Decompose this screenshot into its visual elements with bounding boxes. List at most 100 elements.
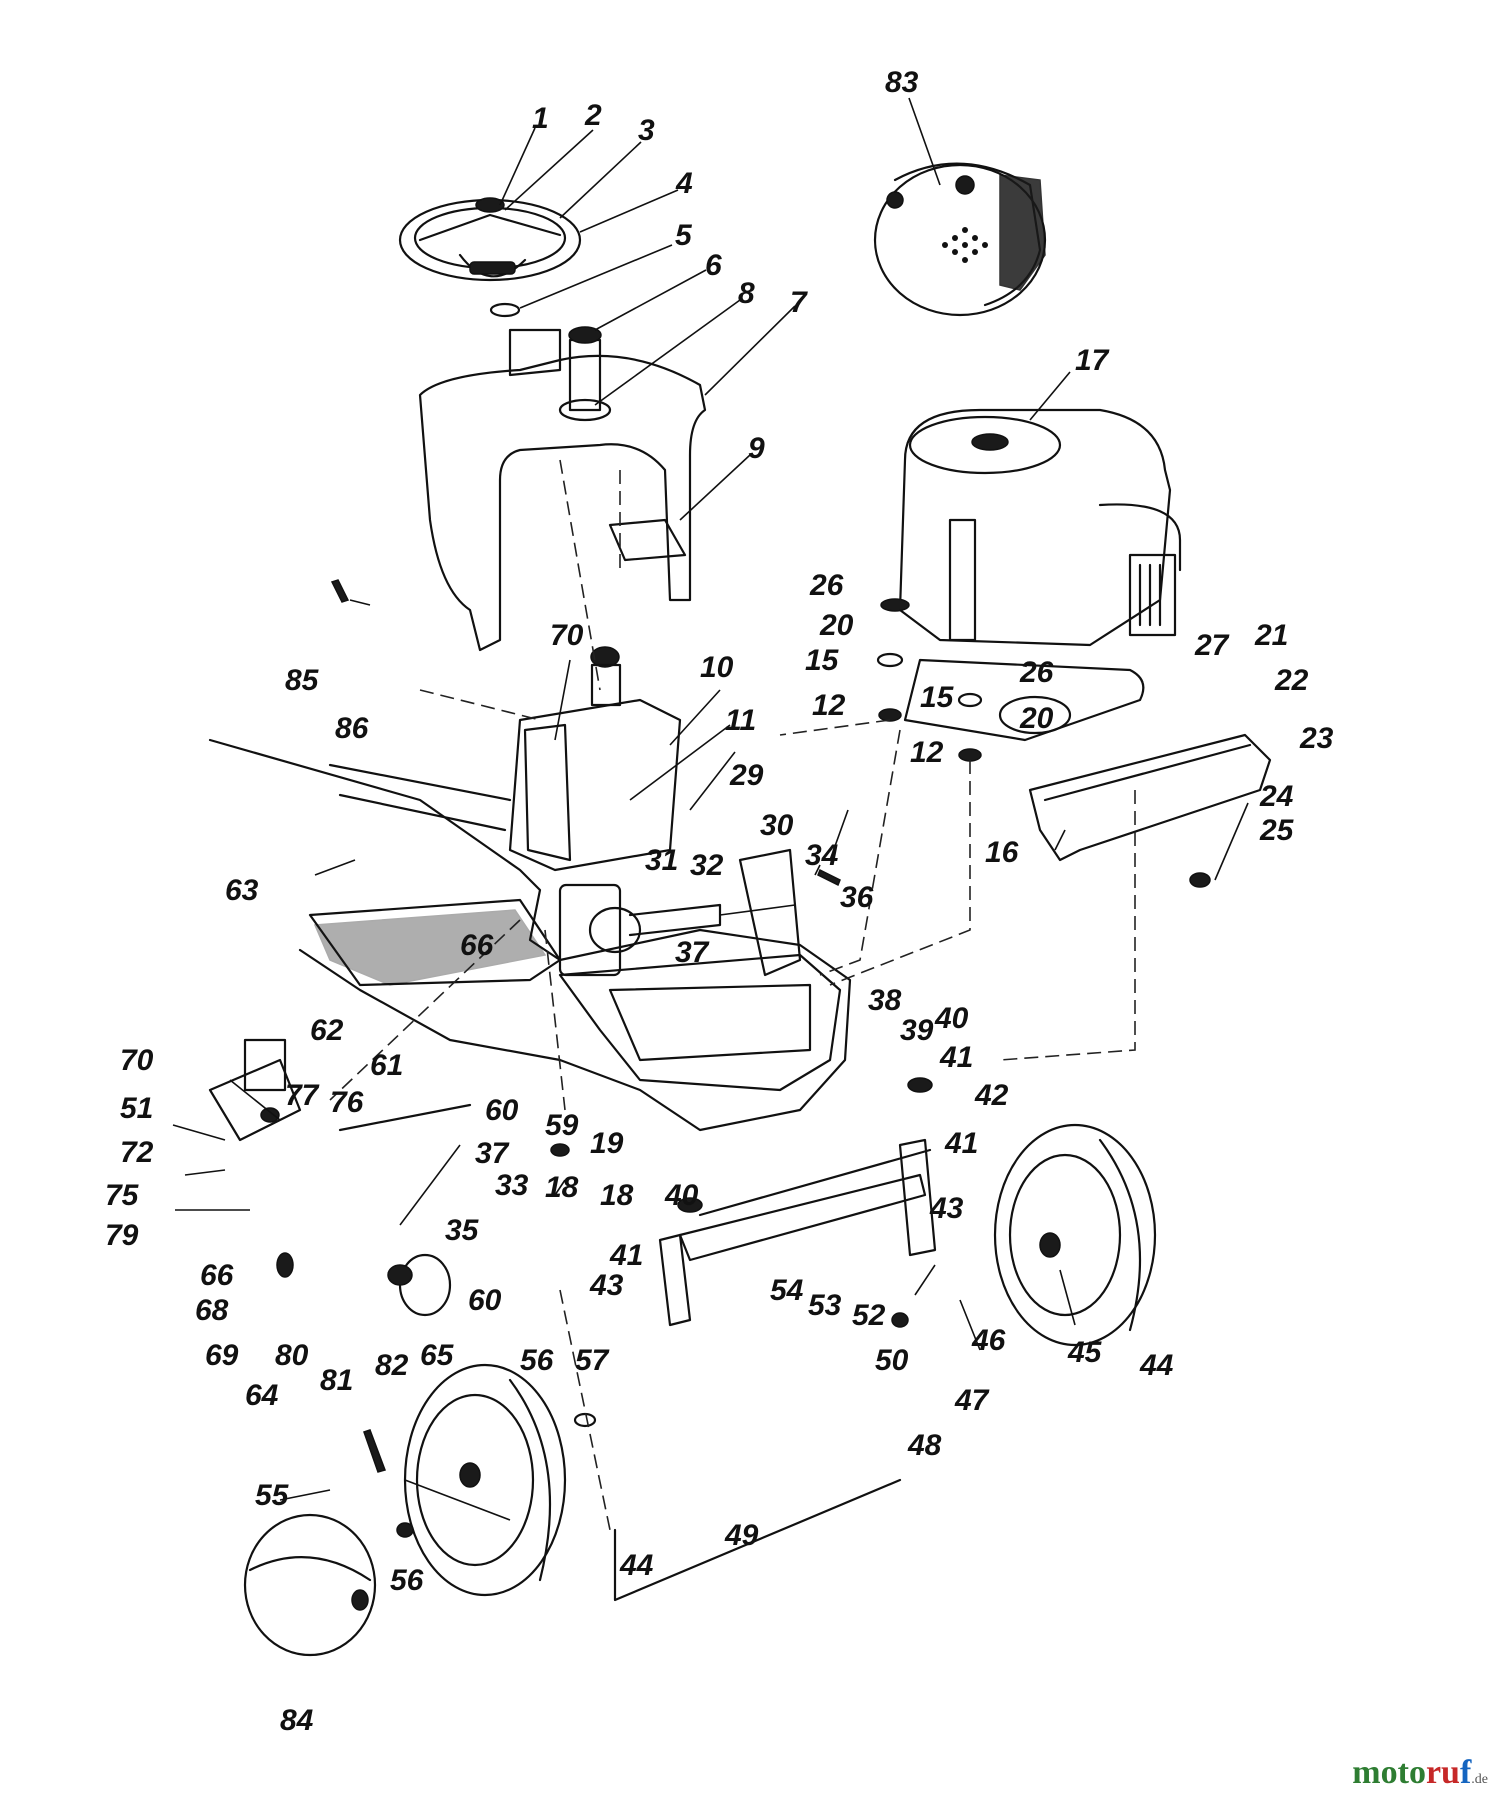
callout-42: 42	[974, 1079, 1009, 1112]
callout-52: 52	[852, 1299, 886, 1332]
callout-32: 32	[690, 849, 724, 882]
callout-47: 47	[954, 1384, 990, 1417]
rear-bracket	[1028, 733, 1272, 862]
callout-10: 10	[700, 651, 734, 684]
headlight-grille	[942, 227, 988, 263]
brand-watermark: motoruf.de	[1352, 1754, 1488, 1792]
callout-75: 75	[105, 1179, 140, 1212]
callout-48: 48	[907, 1429, 942, 1462]
callout-35: 35	[445, 1214, 480, 1247]
headlight-lens	[243, 1513, 377, 1657]
callout-37a: 37	[675, 936, 710, 969]
callout-26b: 26	[1019, 656, 1054, 689]
callout-49: 49	[724, 1519, 759, 1552]
callout-15a: 15	[805, 644, 840, 677]
callout-69: 69	[205, 1339, 239, 1372]
callout-40b: 40	[664, 1179, 699, 1212]
callout-72: 72	[120, 1136, 154, 1169]
fuel-tank	[508, 646, 682, 872]
callout-70a: 70	[550, 619, 584, 652]
callout-80: 80	[275, 1339, 309, 1372]
left-front-wheel	[403, 1363, 567, 1597]
callout-43b: 43	[589, 1269, 624, 1302]
callout-64: 64	[245, 1379, 279, 1412]
right-rear-wheel	[993, 1123, 1157, 1347]
callout-30: 30	[760, 809, 794, 842]
callout-19: 19	[590, 1127, 624, 1160]
headlight-housing	[873, 162, 1047, 317]
callout-18b: 18	[600, 1179, 634, 1212]
callout-17: 17	[1075, 344, 1110, 377]
callout-41b: 41	[944, 1127, 978, 1160]
callout-8: 8	[738, 277, 755, 310]
callout-labels: 1 2 3 4 5 6 8 7 83 17 9 26 20 15 12 27 2…	[105, 66, 1334, 1737]
callout-56b: 56	[390, 1564, 424, 1597]
callout-9: 9	[748, 432, 765, 465]
chassis-frame	[208, 738, 852, 1132]
callout-29: 29	[729, 759, 764, 792]
callout-21: 21	[1254, 619, 1288, 652]
callout-5: 5	[675, 219, 693, 252]
callout-76: 76	[330, 1086, 364, 1119]
steering-wheel	[398, 197, 582, 318]
callout-56a: 56	[520, 1344, 554, 1377]
callout-2: 2	[584, 99, 602, 132]
callout-68: 68	[195, 1294, 229, 1327]
callout-83: 83	[885, 66, 919, 99]
callout-70b: 70	[120, 1044, 154, 1077]
watermark-suffix: .de	[1471, 1772, 1488, 1787]
callout-54: 54	[770, 1274, 804, 1307]
callout-82: 82	[375, 1349, 409, 1382]
front-axle	[658, 1138, 937, 1327]
callout-23: 23	[1299, 722, 1334, 755]
callout-55: 55	[255, 1479, 290, 1512]
foot-rest-pad	[313, 909, 547, 986]
callout-81: 81	[320, 1364, 353, 1397]
callout-40a: 40	[934, 1002, 969, 1035]
callout-39: 39	[900, 1014, 934, 1047]
callout-44a: 44	[1139, 1349, 1174, 1382]
callout-27: 27	[1194, 629, 1230, 662]
callout-20b: 20	[1019, 702, 1054, 735]
callout-12b: 12	[910, 736, 944, 769]
callout-24: 24	[1259, 780, 1294, 813]
callout-66b: 66	[200, 1259, 234, 1292]
callout-43a: 43	[929, 1192, 964, 1225]
callout-44b: 44	[619, 1549, 654, 1582]
callout-50: 50	[875, 1344, 909, 1377]
callout-86: 86	[335, 712, 369, 745]
watermark-part2: ru	[1425, 1754, 1460, 1791]
callout-20a: 20	[819, 609, 854, 642]
callout-38: 38	[868, 984, 902, 1017]
callout-62: 62	[310, 1014, 344, 1047]
assembly-lines	[329, 459, 1136, 1531]
callout-7: 7	[790, 286, 808, 319]
callout-15b: 15	[920, 681, 955, 714]
callout-53: 53	[808, 1289, 842, 1322]
callout-66a: 66	[460, 929, 494, 962]
callout-18a: 18	[545, 1171, 579, 1204]
watermark-part3: f	[1459, 1754, 1472, 1791]
callout-33: 33	[495, 1169, 529, 1202]
callout-57: 57	[575, 1344, 610, 1377]
callout-25: 25	[1259, 814, 1295, 847]
callout-51: 51	[120, 1092, 153, 1125]
callout-34: 34	[805, 839, 839, 872]
callout-41a: 41	[939, 1041, 973, 1074]
callout-61: 61	[370, 1049, 403, 1082]
callout-16: 16	[985, 836, 1019, 869]
callout-4: 4	[675, 167, 693, 200]
watermark-part1: moto	[1352, 1754, 1426, 1791]
callout-77: 77	[285, 1079, 320, 1112]
callout-46: 46	[971, 1324, 1006, 1357]
callout-60b: 60	[468, 1284, 502, 1317]
callout-37b: 37	[475, 1137, 510, 1170]
dashboard-housing	[418, 326, 707, 652]
callout-6: 6	[705, 249, 722, 282]
callout-26a: 26	[809, 569, 844, 602]
callout-65: 65	[420, 1339, 455, 1372]
callout-1: 1	[532, 102, 549, 135]
callout-63: 63	[225, 874, 259, 907]
callout-31: 31	[645, 844, 678, 877]
